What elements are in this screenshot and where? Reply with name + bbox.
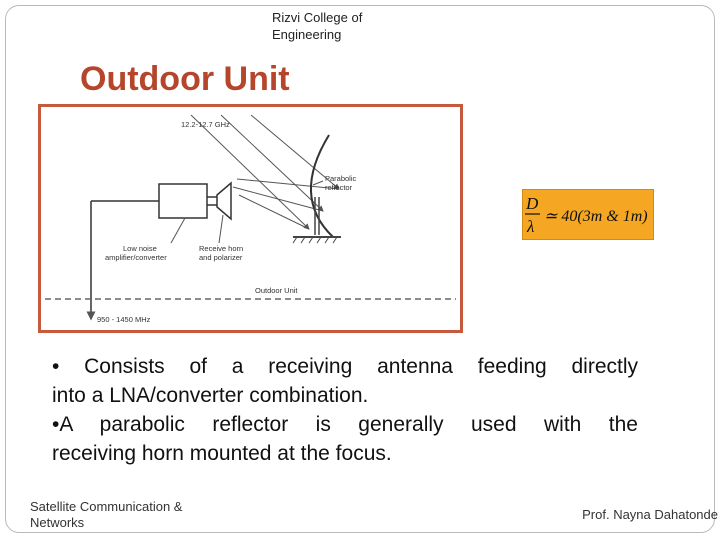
college-header: Rizvi College of Engineering xyxy=(272,9,392,43)
lna-converter-box xyxy=(158,183,208,219)
formula-drawing: D λ ≃ 40(3m & 1m) xyxy=(525,194,648,236)
reflected-ray-1 xyxy=(238,194,310,230)
course-line-1: Satellite Communication & xyxy=(30,499,183,514)
incoming-ray-1 xyxy=(190,114,310,230)
reflector-label-1: Parabolic xyxy=(325,174,357,183)
formula-numerator: D xyxy=(525,194,539,213)
formula-denominator: λ xyxy=(526,217,534,236)
lna-label-2: amplifier/converter xyxy=(105,253,167,262)
parabolic-reflector-shape xyxy=(310,134,334,238)
bullet-line-2: into a LNA/converter combination. xyxy=(52,384,369,407)
horn-label-1: Receive horn xyxy=(199,244,243,253)
lna-label-1: Low noise xyxy=(123,244,157,253)
slide-title: Outdoor Unit xyxy=(80,60,290,98)
bullet-line-4: receiving horn mounted at the focus. xyxy=(52,442,392,465)
receive-horn-shape xyxy=(216,181,232,221)
college-line-2: Engineering xyxy=(272,27,342,42)
frequency-in-label: 12.2-12.7 GHz xyxy=(181,120,230,129)
course-line-2: Networks xyxy=(30,515,85,530)
outdoor-unit-diagram: 12.2-12.7 GHz Parabolic reflector Low no… xyxy=(38,104,463,333)
reflected-ray-2 xyxy=(232,186,324,212)
formula-rhs: ≃ 40(3m & 1m) xyxy=(544,208,648,225)
course-footer: Satellite Communication & Networks xyxy=(30,499,220,531)
bullet-text: • Consists of a receiving antenna feedin… xyxy=(52,352,638,468)
reflected-ray-3 xyxy=(236,178,340,190)
incoming-ray-3 xyxy=(250,114,340,190)
incoming-ray-2 xyxy=(220,114,324,212)
frequency-out-label: 950 - 1450 MHz xyxy=(97,315,151,324)
horn-label-2: and polarizer xyxy=(199,253,243,262)
author-footer: Prof. Nayna Dahatonde xyxy=(582,507,718,522)
bullet-line-1: • Consists of a receiving antenna feedin… xyxy=(52,355,638,378)
outdoor-unit-label: Outdoor Unit xyxy=(255,286,298,295)
slide-frame xyxy=(5,5,715,533)
antenna-formula: D λ ≃ 40(3m & 1m) xyxy=(522,189,654,240)
reflector-label-2: reflector xyxy=(325,183,353,192)
bullet-line-3: •A parabolic reflector is generally used… xyxy=(52,413,638,436)
diagram-drawing: 12.2-12.7 GHz Parabolic reflector Low no… xyxy=(45,114,456,324)
college-line-1: Rizvi College of xyxy=(272,10,363,25)
